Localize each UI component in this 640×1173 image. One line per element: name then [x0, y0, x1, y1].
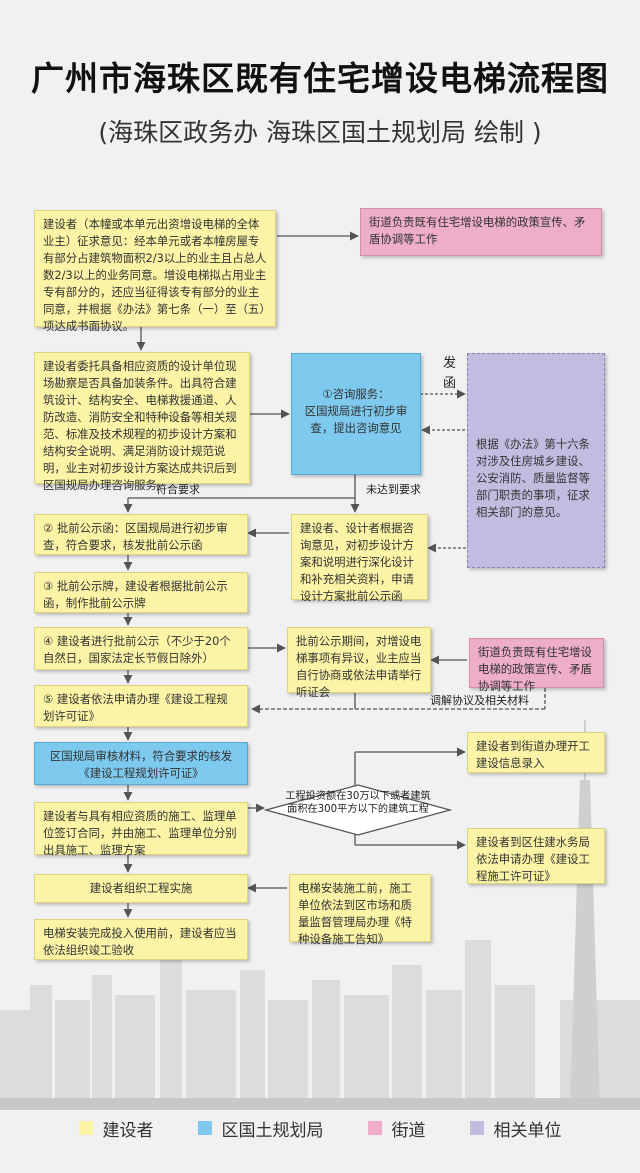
step-design-survey: 建设者委托具备相应资质的设计单位现场勘察是否具备加装条件。出具符合建筑设计、结构… — [34, 352, 250, 492]
related-units-box: 根据《办法》第十六条对涉及住房城乡建设、公安消防、质量监督等部门职责的事项，征求… — [467, 353, 605, 568]
legend-swatch-planning-bureau — [197, 1121, 212, 1135]
step-publicity-board: ③ 批前公示牌，建设者根据批前公示函，制作批前公示牌 — [34, 572, 248, 613]
step-permit-apply: ⑤ 建设者依法申请办理《建设工程规划许可证》 — [34, 685, 248, 727]
mediation-label: 调解协议及相关材料 — [430, 694, 529, 707]
legend-item-builder: 建设者 — [78, 1116, 154, 1141]
small-project-box: 建设者到街道办理开工建设信息录入 — [467, 732, 605, 773]
send-label-2: 函 — [443, 376, 457, 391]
legend-label-related-units: 相关单位 — [493, 1120, 562, 1141]
step-publicity: ④ 建设者进行批前公示（不少于20个自然日，国家法定长节假日除外） — [34, 627, 248, 670]
contract-box: 建设者与具有相应资质的施工、监理单位签订合同，并由施工、监理单位分别出具施工、监… — [34, 802, 248, 857]
legend-item-street: 街道 — [367, 1116, 426, 1141]
step-collect-opinions: 建设者（本幢或本单元出资增设电梯的全体业主）征求意见：经本单元或者本幢房屋专有部… — [34, 210, 276, 333]
elevator-notice-box: 电梯安装施工前，施工单位依法到区市场和质量监督管理局办理《特种设备施工告知》 — [289, 874, 431, 946]
objection-box: 批前公示期间，对增设电梯事项有异议，业主应当自行协商或依法申请举行听证会 — [287, 627, 431, 699]
legend: 建设者 区国土规划局 街道 相关单位 — [0, 1108, 640, 1148]
legend-swatch-related-units — [469, 1121, 484, 1135]
page-title: 广州市海珠区既有住宅增设电梯流程图 — [31, 59, 609, 98]
legend-label-planning-bureau: 区国土规划局 — [221, 1120, 324, 1141]
street-mediation-box: 街道负责既有住宅增设电梯的政策宣传、矛盾协调等工作 — [469, 638, 604, 693]
legend-item-related-units: 相关单位 — [469, 1116, 562, 1141]
step-approval-letter: ② 批前公示函：区国规局进行初步审查，符合要求，核发批前公示函 — [34, 514, 248, 555]
not-meets-label: 未达到要求 — [366, 483, 421, 496]
construction-box: 建设者组织工程实施 — [34, 874, 248, 903]
revise-design-box: 建设者、设计者根据咨询意见，对初步设计方案和说明进行深化设计和补充相关资料，申请… — [291, 514, 428, 603]
meets-label: 符合要求 — [156, 483, 200, 496]
send-label-1: 发 — [443, 356, 457, 371]
legend-item-planning-bureau: 区国土规划局 — [197, 1116, 324, 1141]
permit-issue-box: 区国规局审核材料，符合要求的核发《建设工程规划许可证》 — [34, 742, 248, 785]
legend-label-street: 街道 — [391, 1120, 426, 1141]
page-subtitle: (海珠区政务办 海珠区国土规划局 绘制 ) — [98, 118, 542, 147]
street-policy-box: 街道负责既有住宅增设电梯的政策宣传、矛盾协调等工作 — [360, 208, 602, 256]
acceptance-box: 电梯安装完成投入使用前，建设者应当依法组织竣工验收 — [34, 919, 248, 960]
legend-swatch-builder — [78, 1121, 93, 1135]
decision-diamond — [263, 784, 453, 836]
legend-label-builder: 建设者 — [102, 1120, 154, 1141]
large-project-box: 建设者到区住建水务局依法申请办理《建设工程施工许可证》 — [467, 828, 605, 884]
decision-text: 工程投资额在30万以下或者建筑面积在300平方以下的建筑工程 — [285, 791, 431, 815]
legend-swatch-street — [367, 1121, 382, 1135]
consult-service-box: ①咨询服务： 区国规局进行初步审查，提出咨询意见 — [291, 353, 421, 475]
